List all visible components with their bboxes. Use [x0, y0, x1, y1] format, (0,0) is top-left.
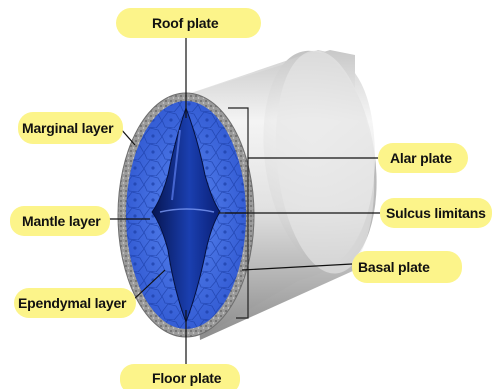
alar-plate-label: Alar plate	[390, 150, 452, 166]
roof-plate-label: Roof plate	[152, 15, 218, 31]
floor-plate-label: Floor plate	[152, 370, 221, 386]
marginal-layer-label: Marginal layer	[22, 120, 113, 136]
mantle-layer-label: Mantle layer	[22, 213, 101, 229]
ependymal-layer-label: Ependymal layer	[18, 295, 126, 311]
sulcus-limitans-label: Sulcus limitans	[386, 205, 486, 221]
basal-plate-label: Basal plate	[358, 259, 430, 275]
